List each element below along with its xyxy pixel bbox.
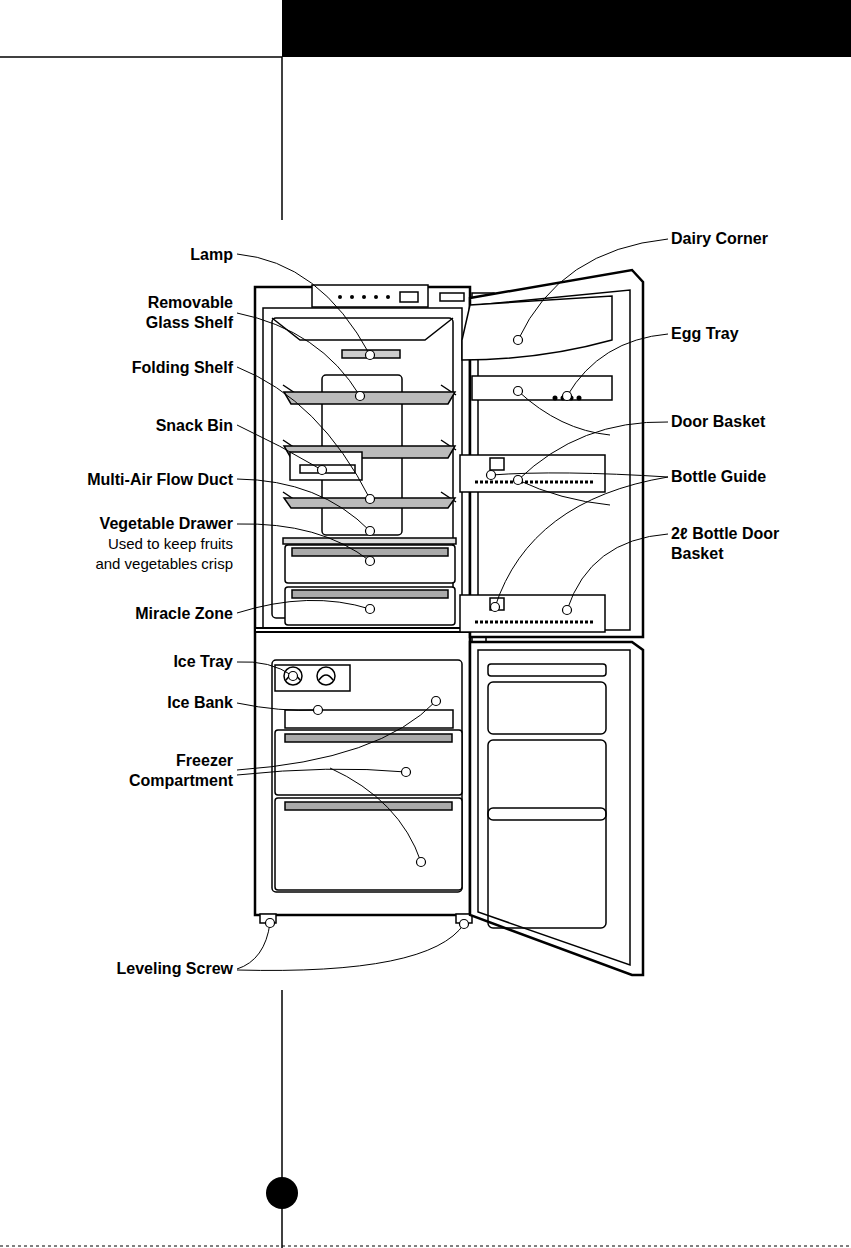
part-label: 2ℓ Bottle Door Basket [671,524,781,564]
part-label: Bottle Guide [671,467,766,487]
part-label: Ice Bank [167,693,233,713]
part-label: Lamp [190,245,233,265]
part-label: Door Basket [671,412,765,432]
part-label: Freezer Compartment [123,751,233,791]
part-label: Leveling Screw [117,959,234,979]
part-label: Removable Glass Shelf [123,293,233,333]
part-label: Snack Bin [156,416,233,436]
part-label: Dairy Corner [671,229,768,249]
part-label: Multi-Air Flow Duct [87,470,233,490]
part-label: Vegetable Drawer [100,514,233,534]
part-label: Folding Shelf [132,358,233,378]
part-label: Egg Tray [671,324,739,344]
part-label: Miracle Zone [135,604,233,624]
part-label: Ice Tray [173,652,233,672]
part-label: Used to keep fruits and vegetables crisp [83,534,233,574]
